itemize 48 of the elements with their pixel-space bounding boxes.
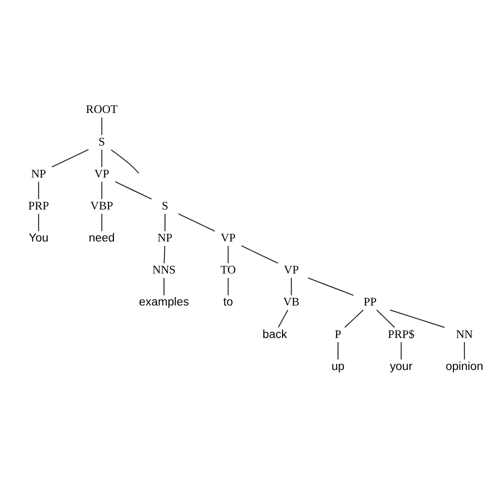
node-text: examples — [139, 296, 189, 309]
connector — [290, 277, 292, 296]
node-text: You — [28, 232, 48, 245]
node-text: VP — [94, 167, 110, 180]
node-text: VBP — [90, 199, 114, 212]
node-text: VP — [220, 232, 236, 245]
node-text: NP — [158, 232, 172, 245]
connector — [376, 310, 396, 328]
node-text: S — [162, 199, 168, 212]
connector — [38, 213, 40, 232]
connector — [278, 310, 288, 328]
node-text: PRP — [28, 199, 49, 212]
node-text: P — [334, 328, 342, 341]
node-text: NN — [456, 328, 473, 341]
connector — [464, 342, 465, 360]
node-text: VP — [284, 264, 299, 277]
connector — [101, 117, 102, 136]
connector — [114, 181, 152, 200]
node-text: S — [98, 135, 106, 148]
node-text: back — [262, 328, 288, 341]
connector — [344, 310, 364, 328]
node-text: ROOT — [86, 103, 118, 116]
connector — [101, 181, 102, 200]
node-text: VB — [283, 296, 300, 309]
node-text: NP — [31, 167, 46, 180]
connector — [101, 149, 102, 168]
connector — [164, 245, 166, 264]
node-text: opinion — [446, 360, 484, 373]
connector — [228, 245, 229, 264]
connector — [110, 149, 140, 174]
connector — [101, 213, 102, 232]
connector — [178, 213, 216, 232]
connector — [52, 149, 89, 168]
node-text: to — [223, 296, 234, 309]
node-text: up — [332, 360, 345, 373]
connector — [164, 213, 166, 232]
node-text: NNS — [152, 264, 176, 277]
connector — [308, 277, 354, 296]
connector — [38, 181, 40, 200]
connector — [228, 277, 229, 296]
connector — [390, 310, 445, 328]
node-text: need — [88, 232, 115, 245]
node-text: TO — [220, 264, 236, 277]
connector — [241, 245, 278, 264]
node-text: PRP$ — [388, 328, 414, 341]
node-text: PP — [364, 296, 377, 309]
node-text: your — [390, 360, 413, 373]
connector — [400, 342, 402, 360]
